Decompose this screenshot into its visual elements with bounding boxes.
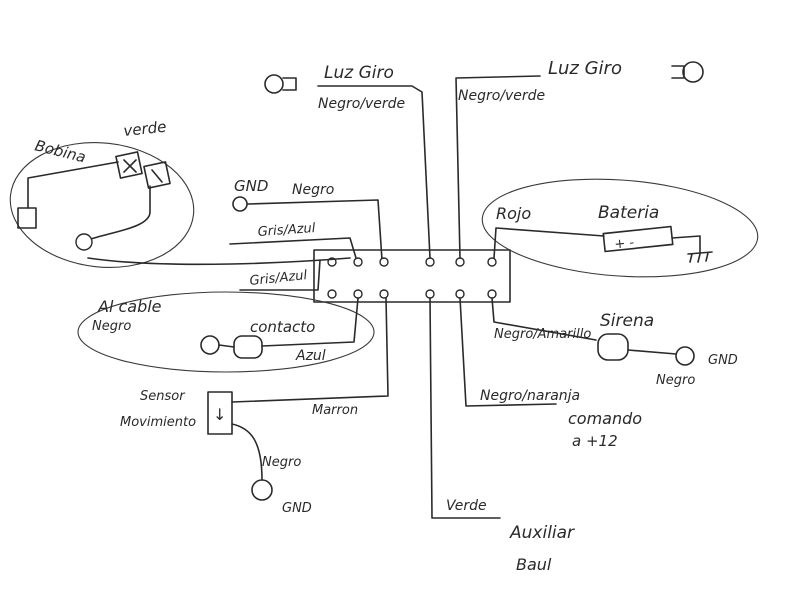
connector-pin — [379, 257, 389, 267]
negro-naranja-wire — [459, 297, 557, 407]
connector-pin — [379, 289, 389, 299]
connector-pin — [353, 289, 363, 299]
gnd-top-label: GND — [234, 177, 268, 195]
key-shaft-icon — [218, 344, 235, 348]
contacto-switch-icon — [233, 335, 263, 359]
connector-pins-top-row — [327, 257, 497, 267]
connector-pin — [487, 289, 497, 299]
bobina-lead-wire — [27, 161, 119, 209]
battery-terminals: + - — [614, 235, 635, 252]
bobina-terminal-b-icon — [143, 161, 171, 189]
negro-top-label: Negro — [292, 182, 334, 198]
azul-wire — [261, 297, 359, 347]
bateria-label: Bateria — [598, 203, 659, 223]
gris-azul-top-wire — [87, 257, 351, 266]
contacto-group: Al cable Negro contacto Azul — [77, 291, 375, 373]
bobina-terminal-a-icon — [115, 151, 143, 179]
connector-pin — [425, 289, 435, 299]
bulb-right-base — [671, 65, 685, 79]
gnd-top-ring-icon — [232, 196, 248, 212]
verde-bottom-label: Verde — [446, 498, 487, 514]
connector-pin — [327, 289, 337, 299]
bateria-group: Rojo Bateria + - — [481, 178, 759, 278]
sirena-icon — [597, 333, 629, 361]
luz-giro-left-group: Luz Giro Negro/verde — [264, 63, 405, 112]
bulb-left-icon — [264, 74, 284, 94]
mas12-label: a +12 — [572, 432, 618, 450]
battery-ground-wire — [671, 235, 701, 253]
gris-azul-left-wire — [239, 259, 321, 291]
battery-ground-icon — [687, 251, 713, 263]
key-head-icon — [200, 335, 220, 355]
rojo-label: Rojo — [496, 204, 531, 223]
connector-pin — [425, 257, 435, 267]
bobina-terminal-marks — [123, 159, 163, 183]
bobina-label: Bobina — [33, 136, 88, 166]
sirena-to-gnd-wire — [627, 349, 677, 355]
al-cable-label: Al cable — [97, 297, 162, 316]
baul-label: Baul — [516, 555, 552, 574]
negro-al-cable-label: Negro — [92, 319, 131, 334]
sirena-label: Sirena — [600, 311, 654, 331]
sensor-label: Sensor — [140, 389, 186, 404]
negro-verde-left-wire — [317, 85, 431, 259]
negro-verde-right-label: Negro/verde — [458, 88, 545, 104]
sensor-gnd-ring-icon — [251, 479, 273, 501]
movimiento-label: Movimiento — [120, 415, 196, 430]
negro-sirena-label: Negro — [656, 373, 695, 388]
bobina-left-connector-icon — [17, 207, 37, 229]
gnd-top-group: GND Negro — [232, 177, 383, 261]
connector-pins-bottom-row — [327, 289, 497, 299]
gnd-sensor-label: GND — [282, 501, 312, 516]
marron-wire — [231, 297, 389, 403]
gris-azul-top-label: Gris/Azul — [257, 221, 316, 240]
connector-pin — [455, 257, 465, 267]
sirena-group: Sirena Negro/Amarillo GND Negro — [491, 297, 738, 388]
bateria-enclosure-outline — [481, 178, 759, 278]
gris-azul-left-label: Gris/Azul — [249, 268, 308, 289]
negro-verde-right-wire — [455, 75, 541, 259]
negro-sensor-label: Negro — [262, 455, 301, 470]
gnd-sirena-label: GND — [708, 353, 738, 368]
azul-label: Azul — [295, 348, 326, 364]
connector-block-outline — [313, 249, 511, 303]
connector-pin — [455, 289, 465, 299]
sensor-arrow-icon: ↓ — [213, 405, 226, 424]
bobina-ring-terminal-icon — [75, 233, 93, 251]
bulb-left-base — [282, 77, 297, 91]
bulb-right-icon — [682, 61, 704, 83]
bobina-coil-group: Bobina verde — [9, 118, 195, 268]
auxiliar-label: Auxiliar — [509, 523, 575, 543]
verde-auxiliar-wire — [429, 297, 501, 519]
connector-pin — [353, 257, 363, 267]
sensor-icon — [207, 391, 233, 435]
rojo-wire — [493, 227, 605, 259]
battery-icon — [602, 225, 674, 253]
contacto-label: contacto — [250, 318, 315, 336]
sensor-group: Sensor Movimiento ↓ Marron Negro GND — [120, 297, 389, 516]
contacto-enclosure-outline — [77, 291, 375, 373]
negro-naranja-label: Negro/naranja — [480, 388, 580, 404]
bobina-internal-wire — [87, 185, 151, 241]
verde-label-top: verde — [123, 118, 168, 140]
comando-label: comando — [568, 409, 642, 428]
negro-top-wire — [247, 199, 383, 261]
sirena-gnd-ring-icon — [675, 346, 695, 366]
negro-amarillo-label: Negro/Amarillo — [494, 327, 591, 342]
sensor-negro-wire — [231, 423, 263, 481]
connector-pin — [487, 257, 497, 267]
luz-giro-right-group: Luz Giro Negro/verde — [458, 58, 704, 104]
gris-azul-coil-wire — [229, 237, 357, 259]
luz-giro-right-label: Luz Giro — [548, 58, 622, 79]
luz-giro-left-label: Luz Giro — [324, 63, 394, 83]
marron-label: Marron — [312, 403, 358, 418]
negro-amarillo-wire — [491, 297, 597, 341]
negro-verde-left-label: Negro/verde — [318, 96, 405, 112]
bobina-enclosure-outline — [9, 142, 195, 268]
